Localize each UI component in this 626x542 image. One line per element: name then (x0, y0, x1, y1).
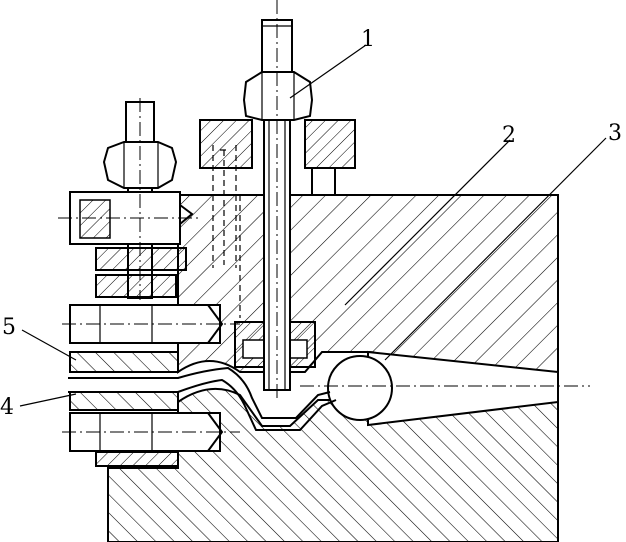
workpiece-strip (68, 366, 337, 431)
center-lines (58, 0, 590, 433)
leader-lines (19, 44, 607, 407)
callout-2: 2 (502, 123, 516, 148)
callout-3: 3 (608, 121, 622, 146)
long-bolt (199, 19, 356, 391)
callout-4: 4 (0, 395, 14, 420)
callout-1: 1 (361, 27, 375, 52)
hidden-lines (212, 145, 241, 318)
short-bolt-assembly (69, 101, 194, 299)
callout-5: 5 (2, 315, 16, 340)
steel-ball (327, 355, 393, 421)
